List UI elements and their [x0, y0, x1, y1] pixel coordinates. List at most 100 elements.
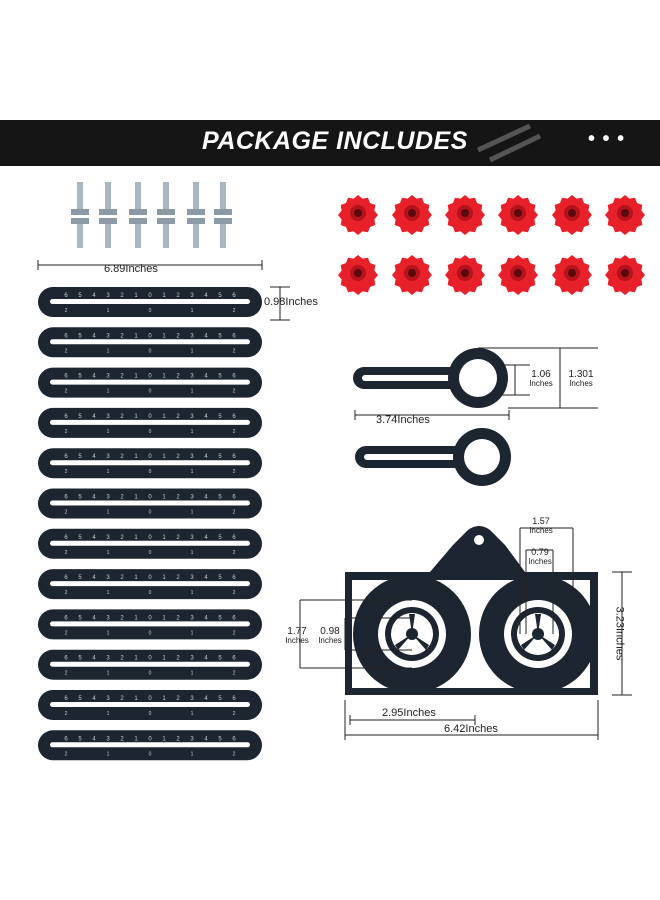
ruler-sub-label: 1	[191, 590, 194, 596]
ruler-sub-label: 1	[191, 389, 194, 395]
ruler-sub-label: 2	[65, 510, 68, 516]
ruler-tick-label: 6	[64, 535, 68, 541]
ruler-tick-label: 4	[92, 454, 96, 460]
ruler-tick-label: 1	[134, 535, 138, 541]
ruler-tick-label: 5	[218, 575, 222, 581]
bolt-icon	[99, 182, 117, 215]
ruler-group: 6 5 4 3 2 1 0 1 2 3 4 5 6 2 1 0 1 2 6 5 4 3 2 1 0 1 2 3 4 5 6 2 1 0 1 2 6 5 4 3…	[38, 287, 262, 761]
ruler-tick-label: 1	[162, 575, 166, 581]
ruler-tick-label: 2	[176, 535, 180, 541]
ruler-width-label: 0.98Inches	[264, 296, 318, 308]
knob-icon	[392, 195, 432, 235]
ruler-sub-label: 0	[149, 510, 152, 516]
ruler-tick-label: 2	[120, 656, 124, 662]
ruler-tick-label: 0	[148, 656, 152, 662]
knob-icon	[338, 255, 378, 295]
ruler-sub-label: 2	[233, 550, 236, 556]
ruler-sub-label: 1	[191, 510, 194, 516]
ruler-tick-label: 2	[176, 696, 180, 702]
ruler-sub-label: 2	[233, 590, 236, 596]
ruler-sub-label: 1	[107, 590, 110, 596]
ruler-tick-label: 4	[92, 495, 96, 501]
ruler-sub-label: 1	[191, 751, 194, 757]
ruler-tick-label: 1	[162, 535, 166, 541]
ruler-tick-label: 5	[78, 656, 82, 662]
ruler-tick-label: 2	[120, 454, 124, 460]
ruler-sub-label: 2	[233, 389, 236, 395]
ruler-tick-label: 5	[78, 535, 82, 541]
ruler-tick-label: 5	[78, 696, 82, 702]
ruler-tick-label: 4	[92, 656, 96, 662]
ruler-tick-label: 6	[64, 736, 68, 742]
ruler-tick-label: 5	[218, 293, 222, 299]
ruler-tick-label: 3	[106, 333, 110, 339]
ruler-tick-label: 6	[232, 696, 236, 702]
ruler-sub-label: 1	[107, 348, 110, 354]
ruler-tick-label: 6	[232, 333, 236, 339]
ruler-tick-label: 3	[190, 615, 194, 621]
ruler-tick-label: 3	[106, 495, 110, 501]
ruler-tick-label: 3	[190, 736, 194, 742]
bolt-icon	[157, 218, 175, 248]
ruler-tick-label: 5	[218, 374, 222, 380]
ruler-tick-label: 2	[176, 495, 180, 501]
knob-group	[338, 195, 645, 295]
wrench-deco-icon	[476, 123, 542, 163]
ruler-tick-label: 5	[218, 333, 222, 339]
ruler-tick-label: 0	[148, 495, 152, 501]
ruler-tick-label: 2	[120, 535, 124, 541]
ruler-tick-label: 3	[106, 414, 110, 420]
bolt-icon	[71, 182, 89, 215]
ruler-tick-label: 2	[120, 696, 124, 702]
ruler-tick-label: 4	[92, 696, 96, 702]
ruler-tick-label: 5	[218, 454, 222, 460]
ruler-tick-label: 1	[134, 736, 138, 742]
ruler-tick-label: 3	[106, 535, 110, 541]
ruler-tick-label: 1	[162, 736, 166, 742]
ruler-sub-label: 1	[107, 308, 110, 314]
ruler-tick-label: 3	[190, 696, 194, 702]
ruler-tick-label: 1	[162, 615, 166, 621]
ruler-tick-label: 4	[204, 454, 208, 460]
ruler-tick-label: 1	[162, 293, 166, 299]
ruler-tick-label: 5	[218, 736, 222, 742]
ruler-dimension-lines	[37, 260, 290, 321]
ruler-tick-label: 6	[64, 495, 68, 501]
ruler-sub-label: 1	[107, 630, 110, 636]
ruler-tick-label: 1	[162, 374, 166, 380]
ruler-sub-label: 1	[191, 429, 194, 435]
ruler-sub-label: 2	[65, 308, 68, 314]
ruler-tick-label: 0	[148, 293, 152, 299]
ruler-sub-label: 1	[191, 550, 194, 556]
ruler-sub-label: 2	[65, 389, 68, 395]
ruler-tick-label: 0	[148, 736, 152, 742]
ruler-tick-label: 4	[204, 495, 208, 501]
ruler-tick-label: 2	[120, 414, 124, 420]
ruler-sub-label: 2	[65, 469, 68, 475]
ruler-tick-label: 5	[78, 414, 82, 420]
ruler-tick-label: 0	[148, 454, 152, 460]
ruler-tick-label: 1	[134, 293, 138, 299]
ruler-tick-label: 1	[134, 414, 138, 420]
ruler-tick-label: 5	[78, 495, 82, 501]
knob-icon	[605, 255, 645, 295]
bolt-icon	[157, 182, 175, 215]
ruler-tick-label: 3	[190, 333, 194, 339]
ruler-tick-label: 6	[64, 454, 68, 460]
ruler-sub-label: 1	[191, 469, 194, 475]
ruler-tick-label: 3	[190, 374, 194, 380]
ruler-tick-label: 2	[120, 374, 124, 380]
wrench-length-label: 3.74Inches	[376, 414, 430, 426]
ruler-tick-label: 0	[148, 696, 152, 702]
ruler-tick-label: 5	[78, 293, 82, 299]
ruler-tick-label: 1	[134, 495, 138, 501]
ruler-tick-label: 4	[92, 575, 96, 581]
ruler-tick-label: 6	[232, 374, 236, 380]
ruler-tick-label: 6	[64, 615, 68, 621]
